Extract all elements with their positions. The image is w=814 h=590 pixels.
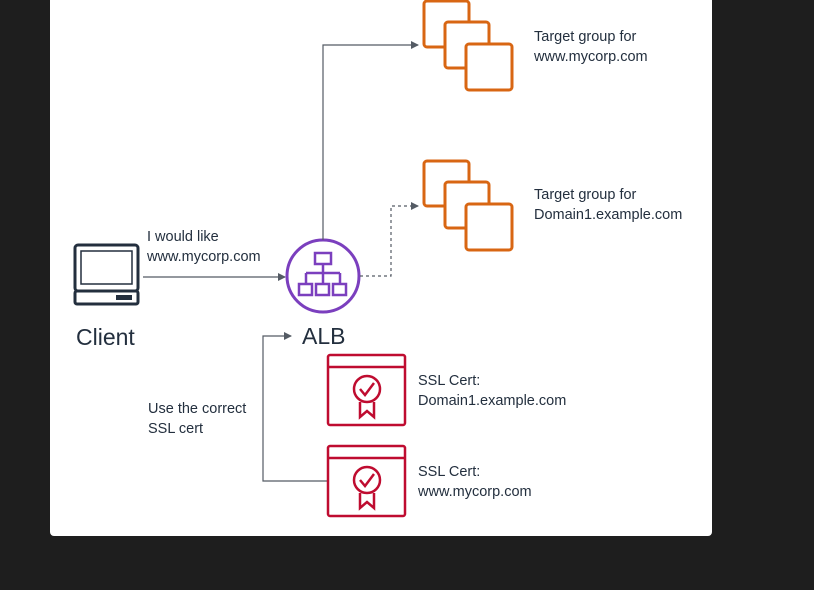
target-group-1-line2: www.mycorp.com [534,49,648,65]
sni-note-line2: SSL cert [148,421,204,437]
target-group-1-icon [422,0,514,92]
alb-icon [285,238,361,314]
ssl-cert-1-line2: Domain1.example.com [418,393,567,409]
sni-note-label: Use the correct SSL cert [148,399,246,439]
ssl-cert-2-label: SSL Cert: www.mycorp.com [418,462,532,502]
client-laptop-icon [73,243,140,306]
target-group-1-line1: Target group for [534,29,637,45]
client-request-line2: www.mycorp.com [147,249,261,265]
client-label: Client [76,324,135,350]
target-group-1-label: Target group for www.mycorp.com [534,27,648,67]
target-group-2-label: Target group for Domain1.example.com [534,185,682,225]
alb-label: ALB [302,323,346,349]
client-request-line1: I would like [147,229,219,245]
ssl-cert-1-icon [326,353,407,427]
ssl-cert-2-line1: SSL Cert: [418,464,481,480]
cert-selection-arrow [262,332,327,482]
alb-to-target-group-1-arrow [322,41,419,240]
ssl-cert-2-icon [326,444,407,518]
client-request-label: I would like www.mycorp.com [147,227,261,267]
ssl-cert-1-label: SSL Cert: Domain1.example.com [418,371,566,411]
sni-note-line1: Use the correct [148,401,247,417]
alb-to-target-group-2-arrow [360,202,419,277]
target-group-2-line2: Domain1.example.com [534,207,683,223]
ssl-cert-2-line2: www.mycorp.com [418,484,532,500]
target-group-2-line1: Target group for [534,187,637,203]
target-group-2-icon [422,159,514,252]
ssl-cert-1-line1: SSL Cert: [418,373,481,389]
